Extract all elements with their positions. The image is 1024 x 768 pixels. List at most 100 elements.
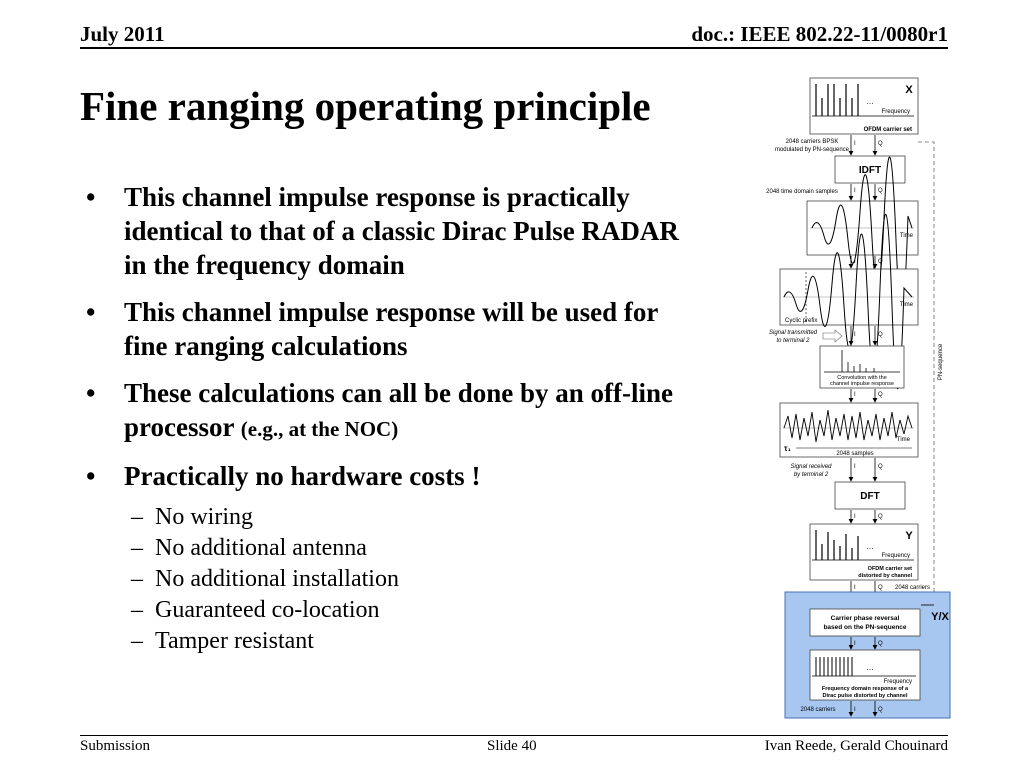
i-label: I <box>854 332 856 338</box>
ofdm-carrier-set-box <box>809 77 919 135</box>
y-label: Y <box>905 530 913 542</box>
sub-bullet-text: No additional antenna <box>155 535 367 561</box>
frequency-label-1: Frequency <box>882 109 910 115</box>
bullet-dot-icon: • <box>86 297 96 327</box>
time-waveform <box>811 156 913 312</box>
i-label: I <box>854 188 856 194</box>
time-label-3: Time <box>897 437 911 443</box>
fdr-label-line2: Dirac pulse distorted by channel <box>823 693 908 699</box>
slide-title: Fine ranging operating principle <box>80 83 651 129</box>
convolution-label-line2: channel impulse response <box>830 381 894 387</box>
time-label-2: Time <box>900 302 914 308</box>
i-label: I <box>854 514 856 520</box>
dash-icon: – <box>131 628 143 654</box>
i-label: I <box>854 259 856 265</box>
sub-bullet-item: –No additional antenna <box>131 533 706 564</box>
footer-authors: Ivan Reede, Gerald Chouinard <box>764 738 948 754</box>
received-label-line2: by terminal 2 <box>794 472 829 478</box>
sub-bullet-list: –No wiring –No additional antenna –No ad… <box>131 502 706 657</box>
reversal-label-line1: Carrier phase reversal <box>831 615 900 622</box>
yx-label: Y/X <box>931 611 949 623</box>
dft-box <box>834 481 906 510</box>
time-samples-label: 2048 time domain samples <box>766 189 838 195</box>
convolution-label-line1: Convolution with the <box>837 375 887 381</box>
cyclic-prefix-waveform <box>783 214 913 389</box>
dash-icon: – <box>131 597 143 623</box>
q-label: Q <box>878 707 883 713</box>
i-label: I <box>854 641 856 647</box>
ellipsis-3: … <box>866 663 874 672</box>
ofdm-carrier-set-label: OFDM carrier set <box>864 127 912 133</box>
transmit-arrow-icon <box>822 329 843 343</box>
carrier-lines <box>815 84 859 116</box>
sub-bullet-item: –Tamper resistant <box>131 626 706 657</box>
bullet-list: • This channel impulse response is pract… <box>86 180 706 657</box>
q-label: Q <box>878 585 883 591</box>
bullet-text-wrap: These calculations can all be done by an… <box>124 376 706 446</box>
sub-bullet-text: Tamper resistant <box>155 628 314 654</box>
carrier-phase-reversal-box <box>809 608 921 637</box>
distorted-label-line2: distorted by channel <box>858 573 912 579</box>
i-label: I <box>854 464 856 470</box>
header-rule <box>80 47 948 49</box>
q-label: Q <box>878 641 883 647</box>
bpsk-label-line2: modulated by PN-sequence <box>775 147 850 153</box>
received-waveform-box <box>779 402 919 458</box>
header-doc-id: doc.: IEEE 802.22-11/0080r1 <box>691 22 948 46</box>
tau-label: τ₁ <box>784 444 792 453</box>
pn-sequence-label: PN-sequence <box>938 343 944 380</box>
i-label: I <box>854 392 856 398</box>
footer-submission: Submission <box>80 738 151 754</box>
bullet-item: • This channel impulse response is pract… <box>86 180 706 282</box>
received-label-line1: Signal received <box>790 464 832 470</box>
bullet-text: These calculations can all be done by an… <box>124 378 674 442</box>
i-label: I <box>854 707 856 713</box>
header-date: July 2011 <box>80 22 165 46</box>
i-label: I <box>854 141 856 147</box>
sub-bullet-item: –Guaranteed co-location <box>131 595 706 626</box>
time-label-1: Time <box>900 233 914 239</box>
frequency-label-2: Frequency <box>882 553 910 559</box>
q-label: Q <box>878 188 883 194</box>
sub-bullet-text: No additional installation <box>155 566 399 592</box>
dash-icon: – <box>131 566 143 592</box>
dash-icon: – <box>131 504 143 530</box>
cyclic-prefix-label: Cyclic prefix <box>785 318 817 324</box>
footer-rule <box>80 735 948 736</box>
idft-label: IDFT <box>859 165 881 176</box>
transmitted-label-line2: to terminal 2 <box>776 338 810 344</box>
samples-2048-label: 2048 samples <box>836 451 873 457</box>
pn-sequence-path <box>918 141 935 604</box>
sub-bullet-text: Guaranteed co-location <box>155 597 380 623</box>
transmitted-label-line1: Signal transmitted <box>769 330 818 336</box>
received-waveform <box>783 409 913 443</box>
bullet-item: • Practically no hardware costs ! <box>86 459 706 493</box>
carriers-2048-label-1: 2048 carriers <box>895 585 930 591</box>
ofdm-ranging-diagram: X … Frequency OFDM carrier set 2048 carr… <box>766 77 951 719</box>
x-label: X <box>905 84 913 96</box>
distorted-label-line1: OFDM carrier set <box>868 566 912 572</box>
dash-icon: – <box>131 535 143 561</box>
q-label: Q <box>878 259 883 265</box>
sub-bullet-item: –No additional installation <box>131 564 706 595</box>
fdr-label-line1: Frequency domain response of a <box>822 686 909 692</box>
bpsk-label-line1: 2048 carriers BPSK <box>786 139 839 145</box>
i-label: I <box>854 585 856 591</box>
bullet-text: Practically no hardware costs ! <box>124 461 481 491</box>
ellipsis-2: … <box>866 542 874 551</box>
bullet-dot-icon: • <box>86 461 96 491</box>
reversal-label-line2: based on the PN-sequence <box>823 624 906 631</box>
q-label: Q <box>878 141 883 147</box>
bullet-item: • These calculations can all be done by … <box>86 376 706 446</box>
bullet-text: This channel impulse response is practic… <box>124 182 679 280</box>
sub-bullet-item: –No wiring <box>131 502 706 533</box>
dft-label: DFT <box>860 491 879 502</box>
ellipsis-1: … <box>866 97 874 106</box>
bullet-item: • This channel impulse response will be … <box>86 295 706 363</box>
convolution-box <box>819 345 905 389</box>
footer-slide-number: Slide 40 <box>487 738 537 754</box>
q-label: Q <box>878 464 883 470</box>
bullet-note: (e.g., at the NOC) <box>240 417 399 441</box>
q-label: Q <box>878 392 883 398</box>
frequency-label-3: Frequency <box>884 679 912 685</box>
